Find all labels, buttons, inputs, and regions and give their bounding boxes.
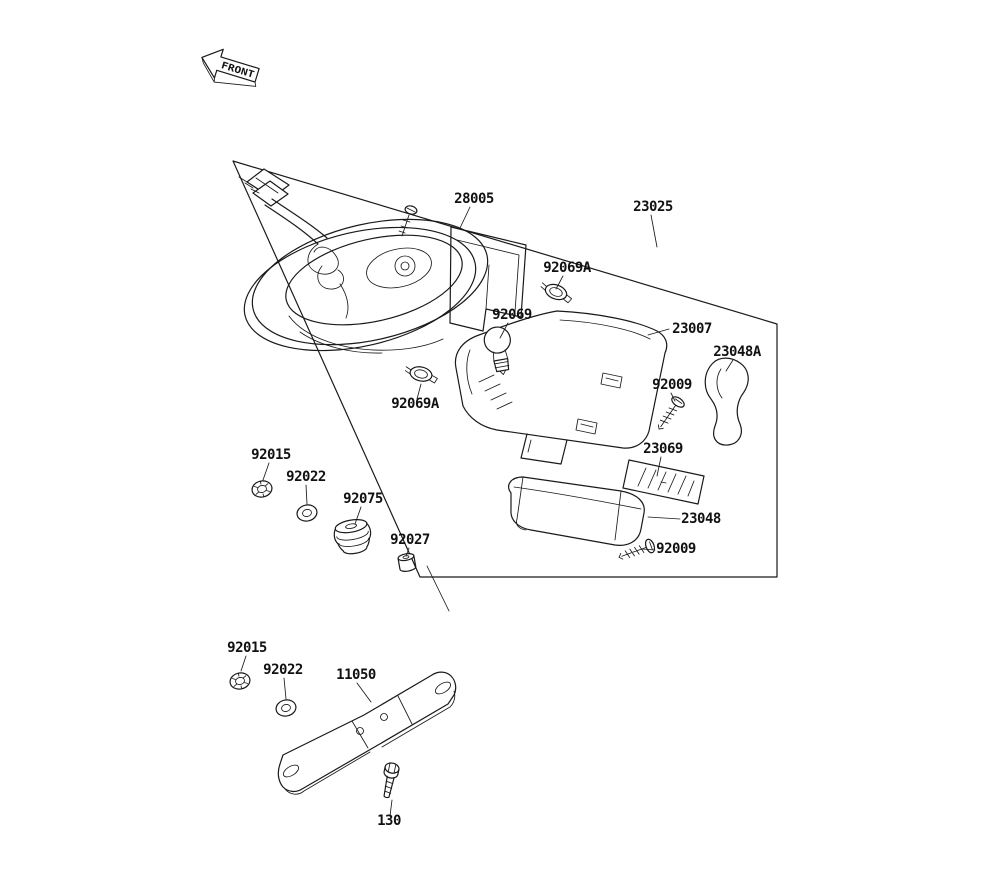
part-label-92075: 92075	[343, 491, 383, 507]
part-label-23025: 23025	[633, 199, 673, 215]
collar-92027	[397, 553, 417, 572]
damper-92075	[333, 519, 372, 555]
part-label-23048: 23048	[681, 511, 721, 527]
front-direction-arrow: FRONT	[201, 48, 260, 87]
part-label-23069: 23069	[643, 441, 683, 457]
lens-bracket-23048	[508, 476, 645, 546]
bulb-92069	[483, 326, 511, 375]
part-label-23048a: 23048A	[713, 344, 762, 360]
nut-92015-mid	[251, 480, 273, 498]
part-label-92027: 92027	[390, 532, 430, 548]
wiring-harness	[264, 198, 349, 319]
reflector-23069	[622, 459, 705, 505]
leader-lines	[240, 206, 734, 817]
assembly-border	[232, 160, 778, 578]
part-label-23007: 23007	[672, 321, 712, 337]
part-label-92015-mid: 92015	[251, 447, 291, 463]
part-label-92069a-left: 92069A	[391, 396, 440, 412]
part-label-92015-bot: 92015	[227, 640, 267, 656]
part-label-92069a-top: 92069A	[543, 260, 592, 276]
nut-92015-bottom	[229, 672, 251, 690]
wiring-connector	[238, 168, 290, 207]
part-label-92009-low: 92009	[656, 541, 696, 557]
bulb-socket-92069a-left	[404, 366, 438, 384]
part-label-11050: 11050	[336, 667, 376, 683]
bracket-23048a	[704, 357, 749, 446]
bolt-130	[383, 762, 400, 799]
part-label-130: 130	[377, 813, 401, 829]
washer-92022-mid	[296, 504, 318, 522]
part-label-92069: 92069	[492, 307, 532, 323]
bulb-socket-92069a-upper	[540, 282, 573, 304]
housing-screw	[398, 205, 418, 237]
part-label-92022-bot: 92022	[263, 662, 303, 678]
part-label-92009-top: 92009	[652, 377, 692, 393]
mounting-axis-line	[426, 565, 450, 612]
screw-92009-upper	[657, 396, 685, 430]
washer-92022-bottom	[275, 699, 297, 717]
license-bracket-11050	[277, 671, 457, 795]
part-labels: 28005 23025 92069A 92069 23007 23048A 92…	[227, 191, 762, 829]
part-label-92022-mid: 92022	[286, 469, 326, 485]
part-label-28005: 28005	[454, 191, 494, 207]
taillight-housing-28005	[243, 205, 527, 354]
